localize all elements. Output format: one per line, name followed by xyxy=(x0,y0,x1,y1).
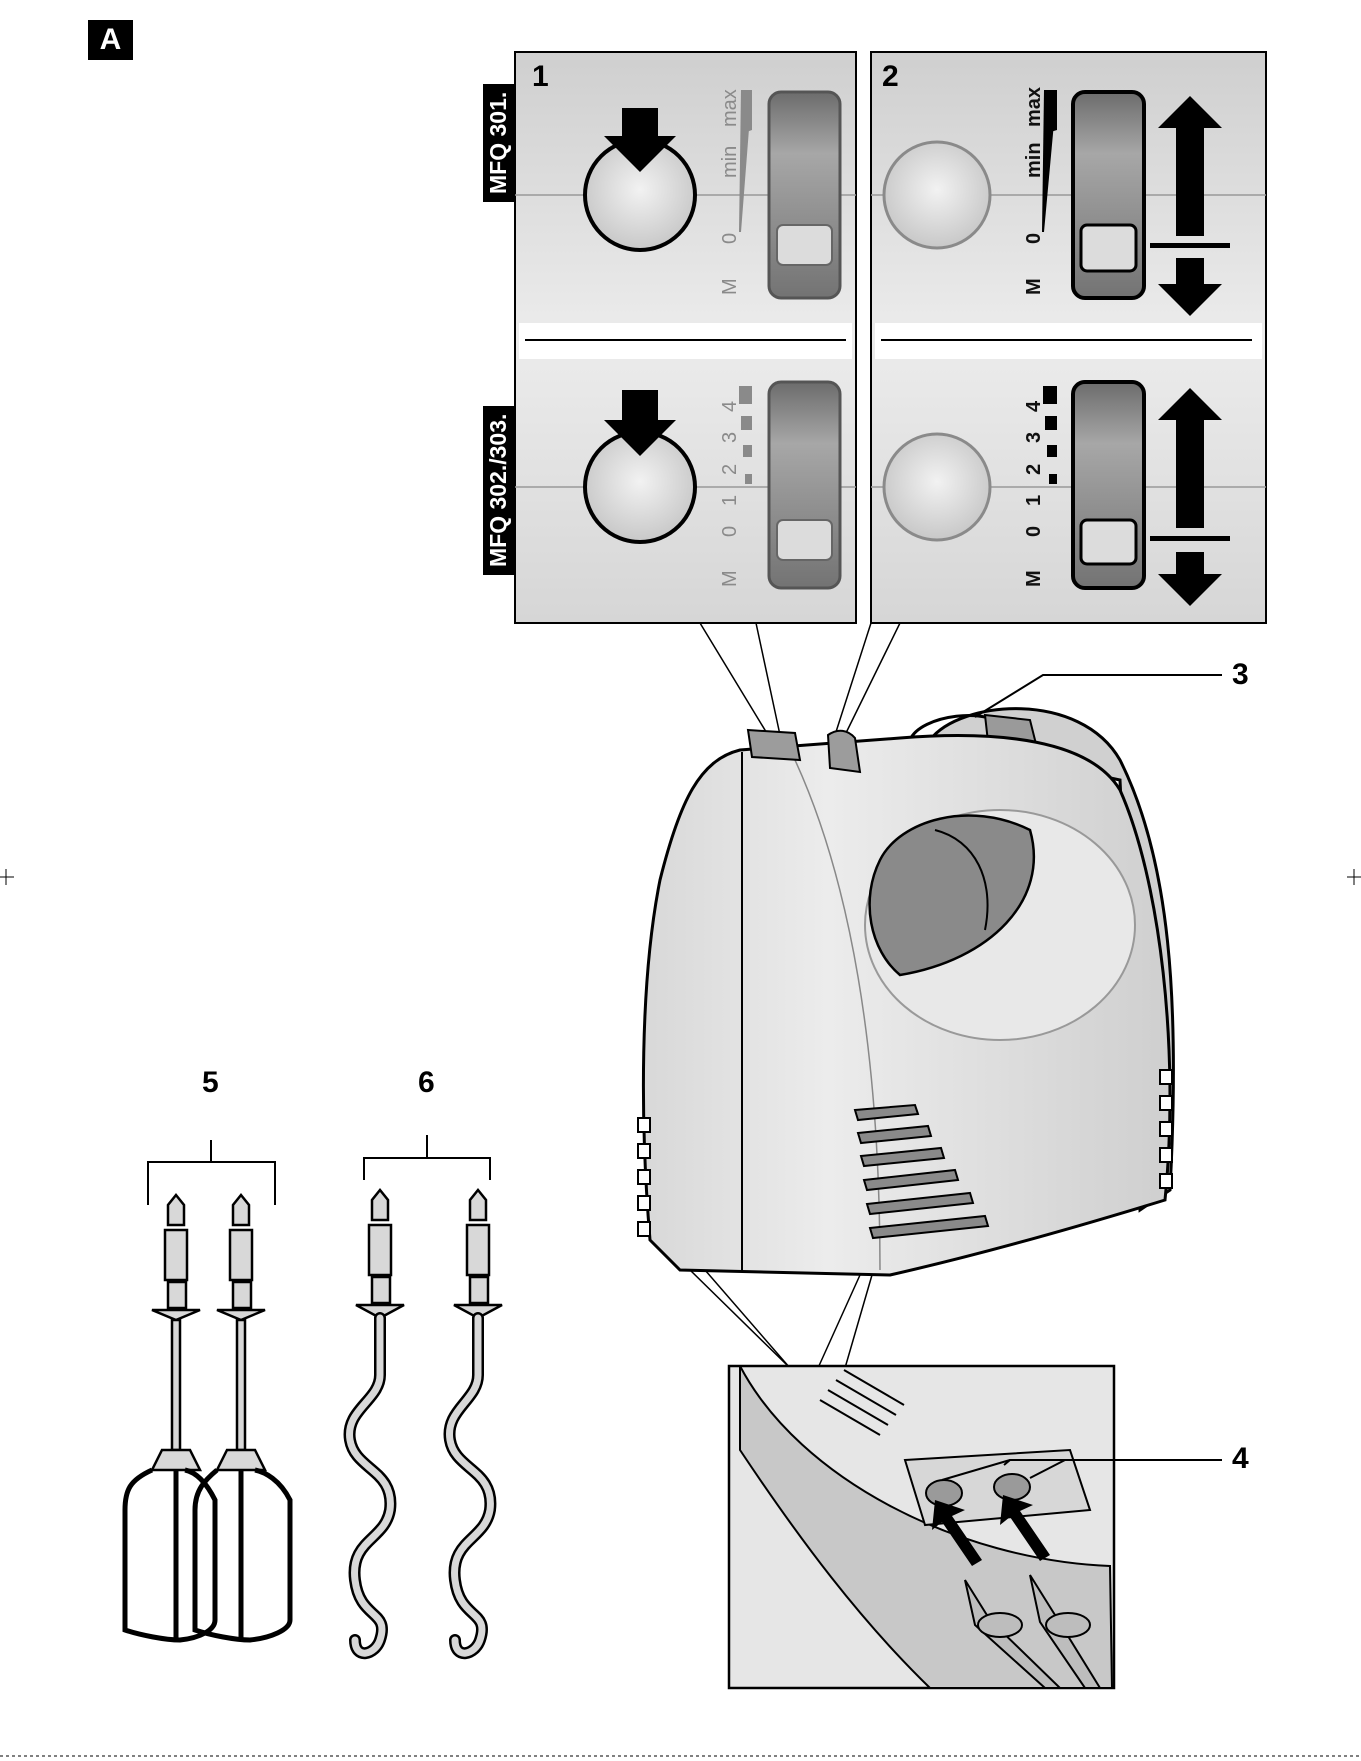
step-4-2: 4 xyxy=(1024,401,1044,412)
step-m: M xyxy=(720,570,740,587)
scale-m: M xyxy=(720,278,740,295)
step-3-2: 3 xyxy=(1024,432,1044,443)
figure-label: A xyxy=(88,20,133,60)
socket-detail-panel xyxy=(729,1366,1222,1688)
switch-detail-panels xyxy=(515,52,1266,735)
beater-pair xyxy=(125,1140,290,1640)
callout-6: 6 xyxy=(418,1068,435,1098)
dough-hook-icon xyxy=(350,1190,404,1653)
step-3: 3 xyxy=(720,432,740,443)
speed-switch xyxy=(748,730,800,760)
step-0-2: 0 xyxy=(1024,526,1044,537)
scale-zero-2: 0 xyxy=(1024,233,1044,244)
dough-hook-pair xyxy=(350,1135,502,1653)
beater-icon xyxy=(125,1195,215,1640)
panel-number-1: 1 xyxy=(532,62,549,92)
step-2: 2 xyxy=(720,464,740,475)
panel-number-2: 2 xyxy=(882,62,899,92)
step-4: 4 xyxy=(720,401,740,412)
scale-min: min xyxy=(720,146,740,178)
step-1-2: 1 xyxy=(1024,495,1044,506)
eject-button xyxy=(828,731,860,772)
speed-slider-p1-bottom xyxy=(769,382,840,588)
step-0: 0 xyxy=(720,526,740,537)
speed-slider-p2-top xyxy=(1073,92,1144,298)
model-label-bottom: MFQ 302./303. xyxy=(483,406,514,575)
model-label-top: MFQ 301. xyxy=(483,84,514,202)
scale-zero: 0 xyxy=(720,233,740,244)
scale-max: max xyxy=(720,89,740,127)
speed-slider-p1-top xyxy=(769,92,840,298)
scale-m-2: M xyxy=(1024,278,1044,295)
callout-3: 3 xyxy=(1232,660,1249,690)
step-m-2: M xyxy=(1024,570,1044,587)
callout-5: 5 xyxy=(202,1068,219,1098)
eject-button-top xyxy=(884,142,990,248)
hand-mixer xyxy=(638,675,1222,1368)
scale-max-2: max xyxy=(1024,87,1044,127)
speed-slider-p2-bottom xyxy=(1073,382,1144,588)
step-2-2: 2 xyxy=(1024,464,1044,475)
eject-button-bottom xyxy=(884,434,990,540)
callout-4: 4 xyxy=(1232,1444,1249,1474)
scale-min-2: min xyxy=(1024,142,1044,178)
step-1: 1 xyxy=(720,495,740,506)
